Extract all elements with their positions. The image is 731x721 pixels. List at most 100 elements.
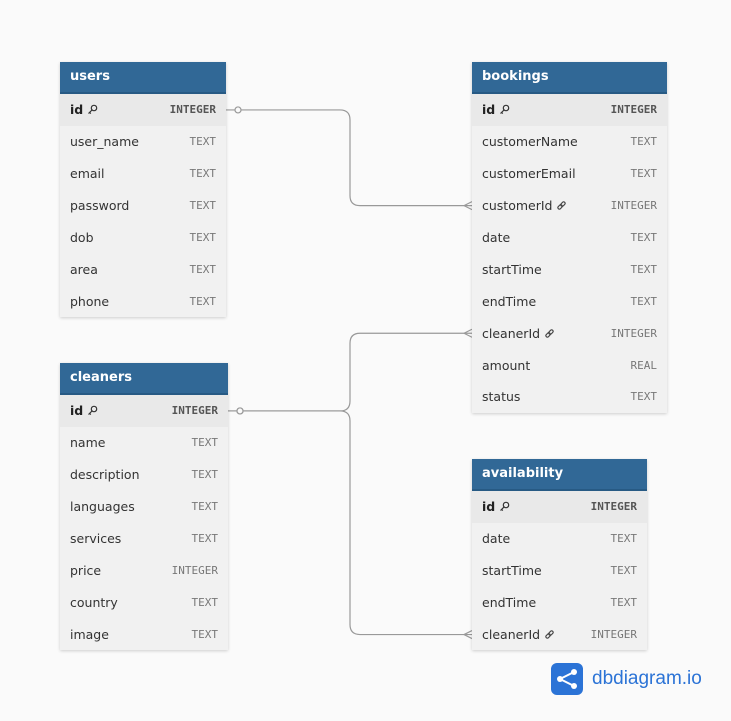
brand-watermark[interactable]: dbdiagram.io [551,662,702,696]
column-name: cleanerId [482,627,541,642]
foreign-key-link-icon [544,328,555,339]
column-type: TEXT [189,135,217,149]
column-name: phone [70,293,110,309]
column-type: INTEGER [590,628,637,641]
primary-key-icon [499,104,510,115]
column-row-availability-date[interactable]: date TEXT [472,523,647,555]
column-name-group: services [70,531,121,546]
column-type: REAL [630,358,658,372]
table-header-availability[interactable]: availability [472,459,647,491]
column-type: TEXT [191,436,219,450]
table-header-cleaners[interactable]: cleaners [60,363,228,395]
relation-line-2[interactable] [228,410,472,636]
column-name-group: id [70,102,98,117]
brand-name: dbdiagram.io [592,668,702,689]
column-name: id [482,499,496,515]
column-name: customerName [482,134,578,150]
column-name-group: image [70,627,109,642]
column-row-availability-id[interactable]: id INTEGER [472,491,647,523]
primary-key-icon [87,104,98,115]
relation-one-end-marker [234,106,242,114]
column-row-bookings-customerName[interactable]: customerName TEXT [472,126,667,158]
column-type: INTEGER [171,563,218,577]
relation-line-0[interactable] [226,109,472,207]
column-name-group: amount [482,358,530,373]
column-name: password [70,198,130,214]
relation-one-end-marker [236,407,244,415]
column-row-bookings-customerEmail[interactable]: customerEmail TEXT [472,158,667,190]
column-type: TEXT [191,595,219,609]
column-name: languages [70,499,135,515]
column-type: TEXT [630,167,658,181]
foreign-key-link-icon [544,629,555,640]
column-name-group: cleanerId [482,627,555,642]
column-row-cleaners-price[interactable]: price INTEGER [60,554,228,586]
column-name: user_name [70,134,139,150]
column-row-bookings-cleanerId[interactable]: cleanerId INTEGER [472,317,667,349]
relation-line-1[interactable] [228,332,472,412]
column-row-cleaners-image[interactable]: image TEXT [60,618,228,650]
column-name: price [70,562,102,578]
column-name-group: date [482,230,510,245]
table-header-bookings[interactable]: bookings [472,62,667,94]
column-row-bookings-customerId[interactable]: customerId INTEGER [472,190,667,222]
column-name: startTime [482,261,542,277]
column-name: customerId [482,198,553,214]
column-name-group: cleanerId [482,326,555,341]
column-type: TEXT [191,468,219,482]
column-type: TEXT [630,135,658,149]
column-name-group: name [70,435,105,450]
column-type: TEXT [610,532,638,546]
column-name: status [482,389,521,405]
column-name-group: price [70,563,101,578]
column-row-users-user_name[interactable]: user_name TEXT [60,126,226,158]
relation-many-end-marker [463,630,473,640]
column-type: INTEGER [590,500,637,514]
column-type: INTEGER [610,199,657,213]
column-row-availability-startTime[interactable]: startTime TEXT [472,555,647,587]
column-type: TEXT [610,564,638,578]
column-name: services [70,531,122,546]
relation-one-end-marker [236,407,244,415]
column-name-group: languages [70,499,135,514]
column-name: endTime [482,595,537,611]
column-type: INTEGER [171,404,218,418]
column-type: INTEGER [610,326,657,340]
column-name-group: date [482,531,510,546]
column-type: TEXT [191,627,219,641]
column-row-cleaners-id[interactable]: id INTEGER [60,395,228,427]
column-name: id [70,403,84,419]
column-name: dob [70,230,94,245]
column-name: date [482,230,511,245]
column-row-bookings-amount[interactable]: amount REAL [472,349,667,381]
column-name-group: customerEmail [482,166,576,181]
column-name: date [482,531,511,547]
column-row-cleaners-name[interactable]: name TEXT [60,427,228,459]
column-name: endTime [482,293,537,309]
column-row-availability-cleanerId[interactable]: cleanerId INTEGER [472,619,647,651]
table-header-users[interactable]: users [60,62,226,94]
foreign-key-link-icon [556,200,567,211]
column-name-group: startTime [482,563,542,578]
